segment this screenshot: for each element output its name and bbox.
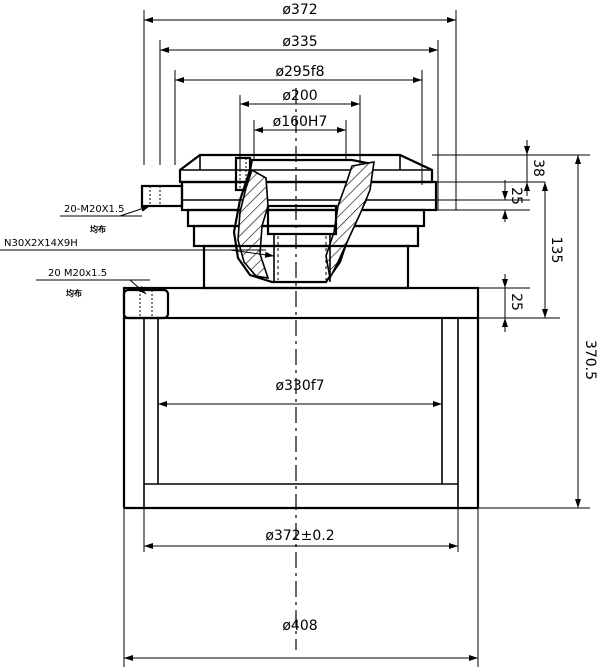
dim-408-label: ø408 [282, 618, 317, 634]
callout-thread-lower-note: 均布 [66, 288, 82, 298]
dim-330f7: ø330f7 [158, 378, 442, 407]
dim-25-upper: 25 [502, 180, 524, 222]
housing-body [122, 318, 480, 510]
dim-135: 135 [542, 182, 564, 318]
dim-370-5-label: 370.5 [582, 340, 598, 380]
dim-38-label: 38 [530, 159, 546, 177]
lower-bolt-left [122, 288, 170, 320]
callout-spline-label: N30X2X14X9H [4, 238, 78, 249]
dim-408: ø408 [123, 508, 479, 667]
dim-200-label: ø200 [282, 88, 317, 104]
dim-160H7: ø160H7 [253, 114, 347, 160]
dim-135-label: 135 [548, 237, 564, 264]
dim-295f8-label: ø295f8 [275, 64, 324, 80]
base-plate [122, 286, 480, 320]
dim-330f7-label: ø330f7 [275, 378, 324, 394]
upper-bolt-left [140, 184, 184, 208]
callout-thread-lower-label: 20 M20x1.5 [48, 268, 107, 279]
callout-thread-upper-note: 均布 [90, 224, 106, 234]
hub-section [232, 158, 375, 284]
dim-25-upper-label: 25 [508, 187, 524, 205]
dim-372-top-label: ø372 [282, 2, 317, 18]
dim-25-lower-label: 25 [508, 293, 524, 311]
dim-25-lower: 25 [502, 274, 524, 332]
dim-370-5: 370.5 [575, 155, 598, 508]
dim-38: 38 [524, 140, 546, 196]
dim-372-bottom: ø372±0.2 [143, 508, 459, 552]
dim-372-bottom-label: ø372±0.2 [265, 528, 334, 544]
top-flange [178, 153, 438, 248]
dim-335-label: ø335 [282, 34, 317, 50]
dim-295f8: ø295f8 [174, 64, 423, 185]
dim-200: ø200 [239, 88, 361, 170]
dim-335: ø335 [159, 34, 439, 210]
dim-372-top: ø372 [143, 2, 457, 210]
callout-thread-upper-label: 20-M20X1.5 [64, 204, 124, 215]
dim-160H7-label: ø160H7 [273, 114, 328, 130]
callout-spline: N30X2X14X9H [0, 238, 275, 258]
callout-thread-lower: 20 M20x1.5 均布 [36, 268, 150, 298]
callout-thread-upper: 20-M20X1.5 均布 [60, 204, 151, 234]
